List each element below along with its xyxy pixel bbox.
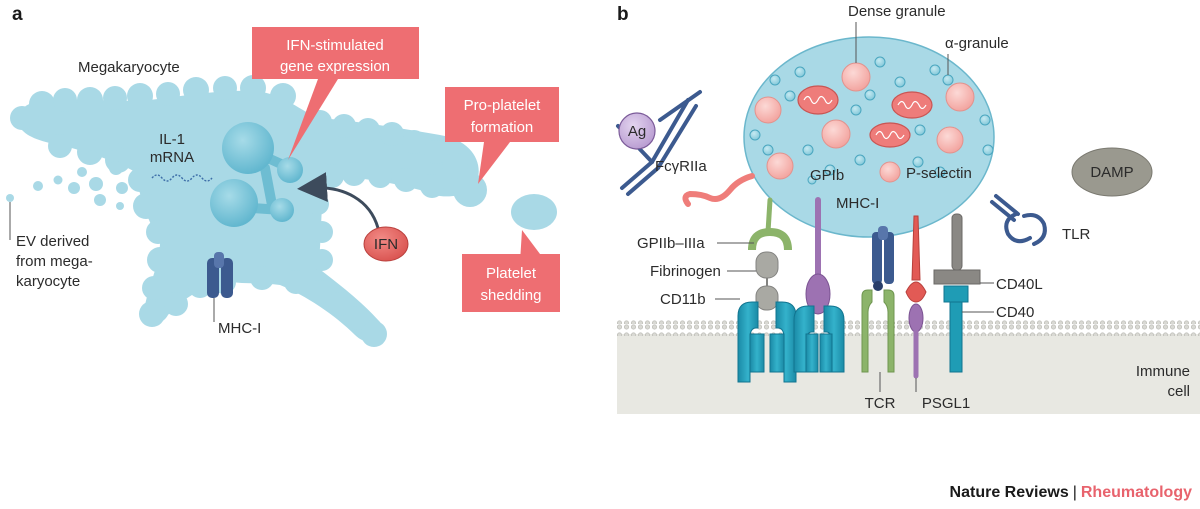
mhc-i-b-icon bbox=[872, 226, 894, 291]
ag-label: Ag bbox=[628, 123, 646, 140]
cd40-icon bbox=[943, 285, 969, 373]
callout-ifn-line2: gene expression bbox=[280, 58, 390, 75]
megakaryocyte-label: Megakaryocyte bbox=[78, 59, 180, 76]
antibody-icon bbox=[616, 90, 702, 196]
fcgriia-label: FcγRIIa bbox=[655, 158, 707, 175]
panel-a-letter: a bbox=[12, 4, 23, 25]
p-selectin-icon bbox=[905, 215, 927, 303]
ev-label-line3: karyocyte bbox=[16, 273, 80, 290]
callout-ifn-line1: IFN-stimulated bbox=[286, 37, 384, 54]
cd40l-label: CD40L bbox=[996, 276, 1043, 293]
tcr-icon bbox=[861, 289, 895, 373]
alpha-granule-label: α-granule bbox=[945, 35, 1009, 52]
cd40l-icon bbox=[933, 213, 981, 285]
callout-ifn-stimulated: IFN-stimulated gene expression bbox=[252, 27, 419, 160]
il1-label: IL-1 bbox=[159, 131, 185, 148]
antigen-bubble bbox=[618, 112, 656, 150]
callout-pro-line2: formation bbox=[471, 119, 534, 136]
gpiib-iiia-icon bbox=[748, 197, 792, 251]
mhc-label-b: MHC-I bbox=[836, 195, 879, 212]
dense-granule-label: Dense granule bbox=[848, 3, 946, 20]
fibrinogen-icon bbox=[755, 251, 779, 311]
psgl1-icon bbox=[908, 303, 924, 379]
immune-label-line1: Immune bbox=[1136, 363, 1190, 380]
platelet-body bbox=[743, 36, 995, 238]
nucleus bbox=[210, 122, 303, 227]
gpib-icon bbox=[793, 197, 845, 373]
callout-pro-platelet: Pro-platelet formation bbox=[445, 87, 559, 184]
journal-name: Nature Reviews bbox=[949, 484, 1069, 501]
callout-shed-line1: Platelet bbox=[486, 265, 537, 282]
callout-platelet-shedding: Platelet shedding bbox=[462, 230, 560, 312]
mitochondria bbox=[797, 85, 933, 148]
dense-granules bbox=[754, 62, 975, 183]
ifn-label: IFN bbox=[374, 236, 398, 253]
mrna-strand-icon bbox=[151, 174, 213, 182]
psgl1-label: PSGL1 bbox=[922, 395, 970, 412]
panel-b: b Immune cell bbox=[616, 3, 1200, 414]
gpiib-label: GPIIb–IIIa bbox=[637, 235, 705, 252]
cd11b-label: CD11b bbox=[660, 291, 706, 308]
fibrinogen-label: Fibrinogen bbox=[650, 263, 721, 280]
footer: Nature Reviews|Rheumatology bbox=[950, 484, 1192, 502]
immune-label-line2: cell bbox=[1167, 383, 1190, 400]
mhc-i-icon bbox=[207, 252, 233, 298]
ifn-arrow-icon bbox=[297, 172, 380, 229]
ev-label-line1: EV derived bbox=[16, 233, 89, 250]
tcr-label: TCR bbox=[865, 395, 896, 412]
cd40-label: CD40 bbox=[996, 304, 1034, 321]
journal-section: Rheumatology bbox=[1080, 484, 1192, 501]
p-selectin-label: P-selectin bbox=[906, 165, 972, 182]
footer-separator: | bbox=[1072, 484, 1077, 501]
mhc-label-a: MHC-I bbox=[218, 320, 261, 337]
panel-b-letter: b bbox=[617, 4, 629, 25]
tlr-label: TLR bbox=[1062, 226, 1091, 243]
callout-pro-line1: Pro-platelet bbox=[464, 97, 542, 114]
damp-label: DAMP bbox=[1090, 164, 1133, 181]
tlr-icon bbox=[990, 194, 1047, 246]
shed-platelet bbox=[511, 194, 557, 230]
panel-a: a bbox=[6, 4, 560, 347]
callout-shed-line2: shedding bbox=[481, 287, 542, 304]
cell-membrane bbox=[617, 320, 1200, 336]
damp-bubble bbox=[1071, 147, 1153, 197]
ifn-bubble bbox=[363, 226, 409, 262]
ev-label-line2: from mega- bbox=[16, 253, 93, 270]
fcgriia-receptor-icon bbox=[682, 173, 755, 207]
alpha-granules bbox=[749, 56, 994, 185]
extracellular-vesicles bbox=[6, 141, 128, 210]
mrna-label: mRNA bbox=[150, 149, 194, 166]
cd11b-icon bbox=[737, 301, 797, 383]
immune-cell-area bbox=[617, 334, 1200, 414]
gpib-label: GPIb bbox=[810, 167, 844, 184]
